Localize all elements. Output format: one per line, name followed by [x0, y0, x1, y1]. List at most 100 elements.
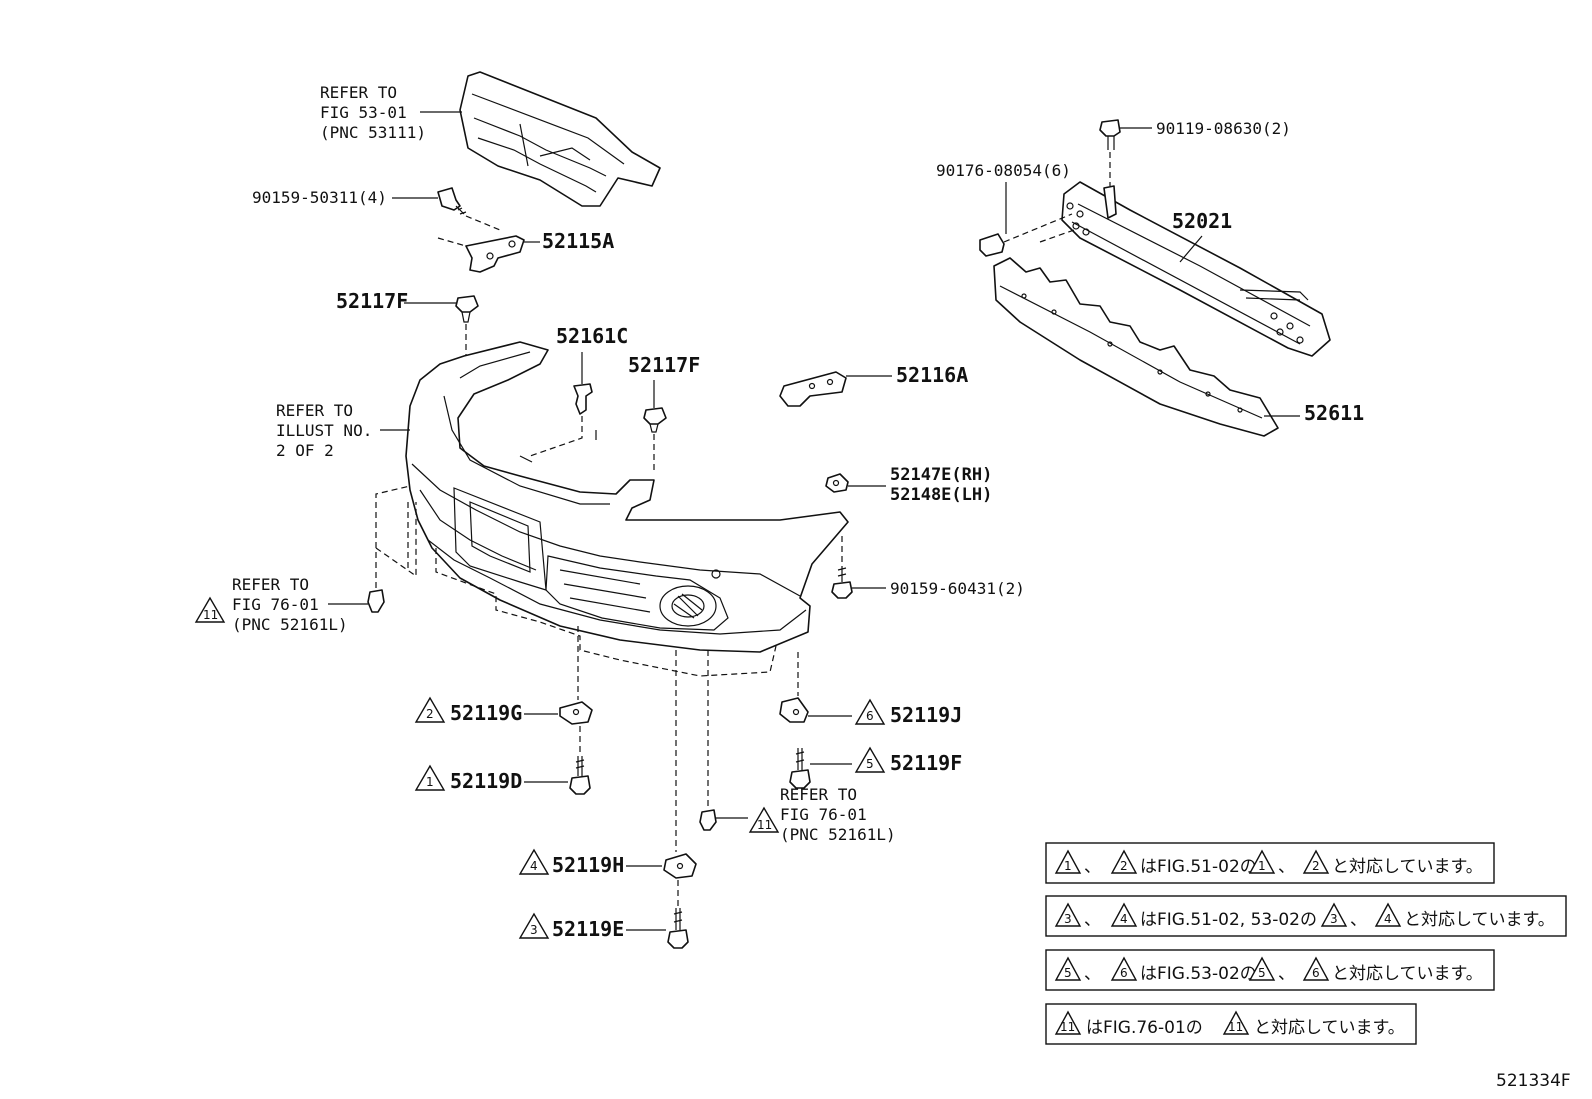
- svg-text:2: 2: [1312, 859, 1320, 873]
- svg-text:(PNC 52161L): (PNC 52161L): [780, 825, 896, 844]
- svg-text:1: 1: [426, 775, 434, 789]
- svg-text:と対応しています。: と対応しています。: [1332, 964, 1483, 984]
- label-52119J: 52119J: [890, 703, 962, 727]
- svg-text:(PNC 52161L): (PNC 52161L): [232, 615, 348, 634]
- bolt-52119E: [667, 908, 689, 949]
- svg-text:2 OF 2: 2 OF 2: [276, 441, 334, 460]
- svg-text:1: 1: [1258, 859, 1266, 873]
- svg-text:、: 、: [1084, 964, 1101, 984]
- figure-code: 521334F: [1496, 1071, 1571, 1091]
- clip-fig76-bottom: [699, 809, 717, 831]
- label-90159-60431: 90159-60431(2): [890, 579, 1025, 598]
- note-box-2: 3 、 4 はFIG.51-02, 53-02の 3 、 4 と対応しています。: [1045, 895, 1567, 937]
- svg-text:はFIG.51-02の: はFIG.51-02の: [1140, 857, 1257, 877]
- label-90119-08630: 90119-08630(2): [1156, 119, 1291, 138]
- triangle-52119E: [518, 912, 550, 939]
- label-52117F-top: 52117F: [336, 289, 408, 313]
- bolt-52119D: [569, 756, 591, 795]
- triangle-52119J: [854, 698, 886, 725]
- label-52161C: 52161C: [556, 324, 628, 348]
- label-52119E: 52119E: [552, 917, 624, 941]
- svg-text:11: 11: [1228, 1020, 1243, 1034]
- grille-part: [459, 71, 661, 207]
- retainer-52119H: [663, 853, 697, 879]
- svg-text:、: 、: [1084, 910, 1101, 930]
- svg-text:REFER TO: REFER TO: [276, 401, 353, 420]
- svg-text:はFIG.53-02の: はFIG.53-02の: [1140, 964, 1257, 984]
- note-box-1: 1 、 2 はFIG.51-02の 1 、 2 と対応しています。: [1045, 842, 1495, 884]
- label-52116A: 52116A: [896, 363, 968, 387]
- label-52115A: 52115A: [542, 229, 614, 253]
- refer-grille-text: REFER TO FIG 53-01 (PNC 53111): [320, 83, 426, 142]
- screw-90159-60431: [831, 566, 853, 599]
- label-52021: 52021: [1172, 209, 1232, 233]
- svg-text:3: 3: [1330, 912, 1338, 926]
- refer-fig76-left: 11 REFER TO FIG 76-01 (PNC 52161L): [194, 575, 348, 634]
- label-90176-08054: 90176-08054(6): [936, 161, 1071, 180]
- svg-text:REFER TO: REFER TO: [780, 785, 857, 804]
- svg-text:5: 5: [1258, 966, 1266, 980]
- svg-text:FIG 76-01: FIG 76-01: [232, 595, 319, 614]
- label-52148E: 52148E(LH): [890, 485, 992, 505]
- svg-text:6: 6: [1120, 966, 1128, 980]
- svg-text:、: 、: [1278, 964, 1295, 984]
- label-52119H: 52119H: [552, 853, 624, 877]
- bracket-52115A: [465, 235, 525, 273]
- note-box-4: 11 はFIG.76-01の 11 と対応しています。: [1045, 1003, 1417, 1045]
- reinforcement-52021: [1061, 181, 1331, 357]
- bracket-52116A: [779, 371, 847, 407]
- svg-text:はFIG.76-01の: はFIG.76-01の: [1086, 1018, 1203, 1038]
- bumper-cover: [405, 341, 849, 653]
- svg-text:4: 4: [1120, 912, 1128, 926]
- clip-52117F-mid: [643, 407, 667, 433]
- svg-text:、: 、: [1278, 857, 1295, 877]
- note-box-3: 5 、 6 はFIG.53-02の 5 、 6 と対応しています。: [1045, 949, 1495, 991]
- svg-text:4: 4: [1384, 912, 1392, 926]
- label-52119D: 52119D: [450, 769, 522, 793]
- triangle-52119G: [414, 696, 446, 723]
- svg-text:11: 11: [1060, 1020, 1075, 1034]
- label-52147E: 52147E(RH): [890, 465, 992, 485]
- svg-text:と対応しています。: と対応しています。: [1332, 857, 1483, 877]
- svg-text:FIG 53-01: FIG 53-01: [320, 103, 407, 122]
- svg-text:3: 3: [1064, 912, 1072, 926]
- svg-text:、: 、: [1084, 857, 1101, 877]
- svg-text:と対応しています。: と対応しています。: [1404, 910, 1555, 930]
- svg-text:はFIG.51-02, 53-02の: はFIG.51-02, 53-02の: [1140, 910, 1317, 930]
- svg-text:2: 2: [426, 707, 434, 721]
- svg-text:4: 4: [530, 859, 538, 873]
- svg-text:3: 3: [530, 923, 538, 937]
- svg-text:6: 6: [866, 709, 874, 723]
- bolt-52119F: [789, 748, 811, 789]
- label-52117F-mid: 52117F: [628, 353, 700, 377]
- bolt-90119-08630: [1099, 119, 1121, 150]
- svg-text:5: 5: [866, 757, 874, 771]
- svg-text:REFER TO: REFER TO: [232, 575, 309, 594]
- svg-text:ILLUST NO.: ILLUST NO.: [276, 421, 372, 440]
- retainer-52119G: [559, 701, 593, 725]
- svg-text:FIG 76-01: FIG 76-01: [780, 805, 867, 824]
- label-90159-50311: 90159-50311(4): [252, 188, 387, 207]
- refer-fig76-bottom: 11 REFER TO FIG 76-01 (PNC 52161L): [748, 785, 896, 844]
- screw-90159-50311: [437, 187, 467, 215]
- svg-text:11: 11: [203, 608, 218, 622]
- clip-fig76-left: [367, 589, 385, 613]
- svg-text:REFER TO: REFER TO: [320, 83, 397, 102]
- svg-text:、: 、: [1350, 910, 1367, 930]
- clip-52161C: [573, 383, 593, 415]
- nut-90176-08054: [979, 233, 1005, 257]
- svg-text:11: 11: [757, 818, 772, 832]
- svg-text:1: 1: [1064, 859, 1072, 873]
- absorber-52611: [993, 257, 1279, 437]
- svg-text:と対応しています。: と対応しています。: [1254, 1018, 1405, 1038]
- clip-52117F-top: [455, 295, 479, 323]
- retainer-52119J: [779, 697, 809, 723]
- svg-text:(PNC 53111): (PNC 53111): [320, 123, 426, 142]
- label-52119F: 52119F: [890, 751, 962, 775]
- svg-text:2: 2: [1120, 859, 1128, 873]
- triangle-52119F: [854, 746, 886, 773]
- clip-52147E-52148E: [825, 473, 849, 493]
- refer-illust-text: REFER TO ILLUST NO. 2 OF 2: [276, 401, 372, 460]
- triangle-52119H: [518, 848, 550, 875]
